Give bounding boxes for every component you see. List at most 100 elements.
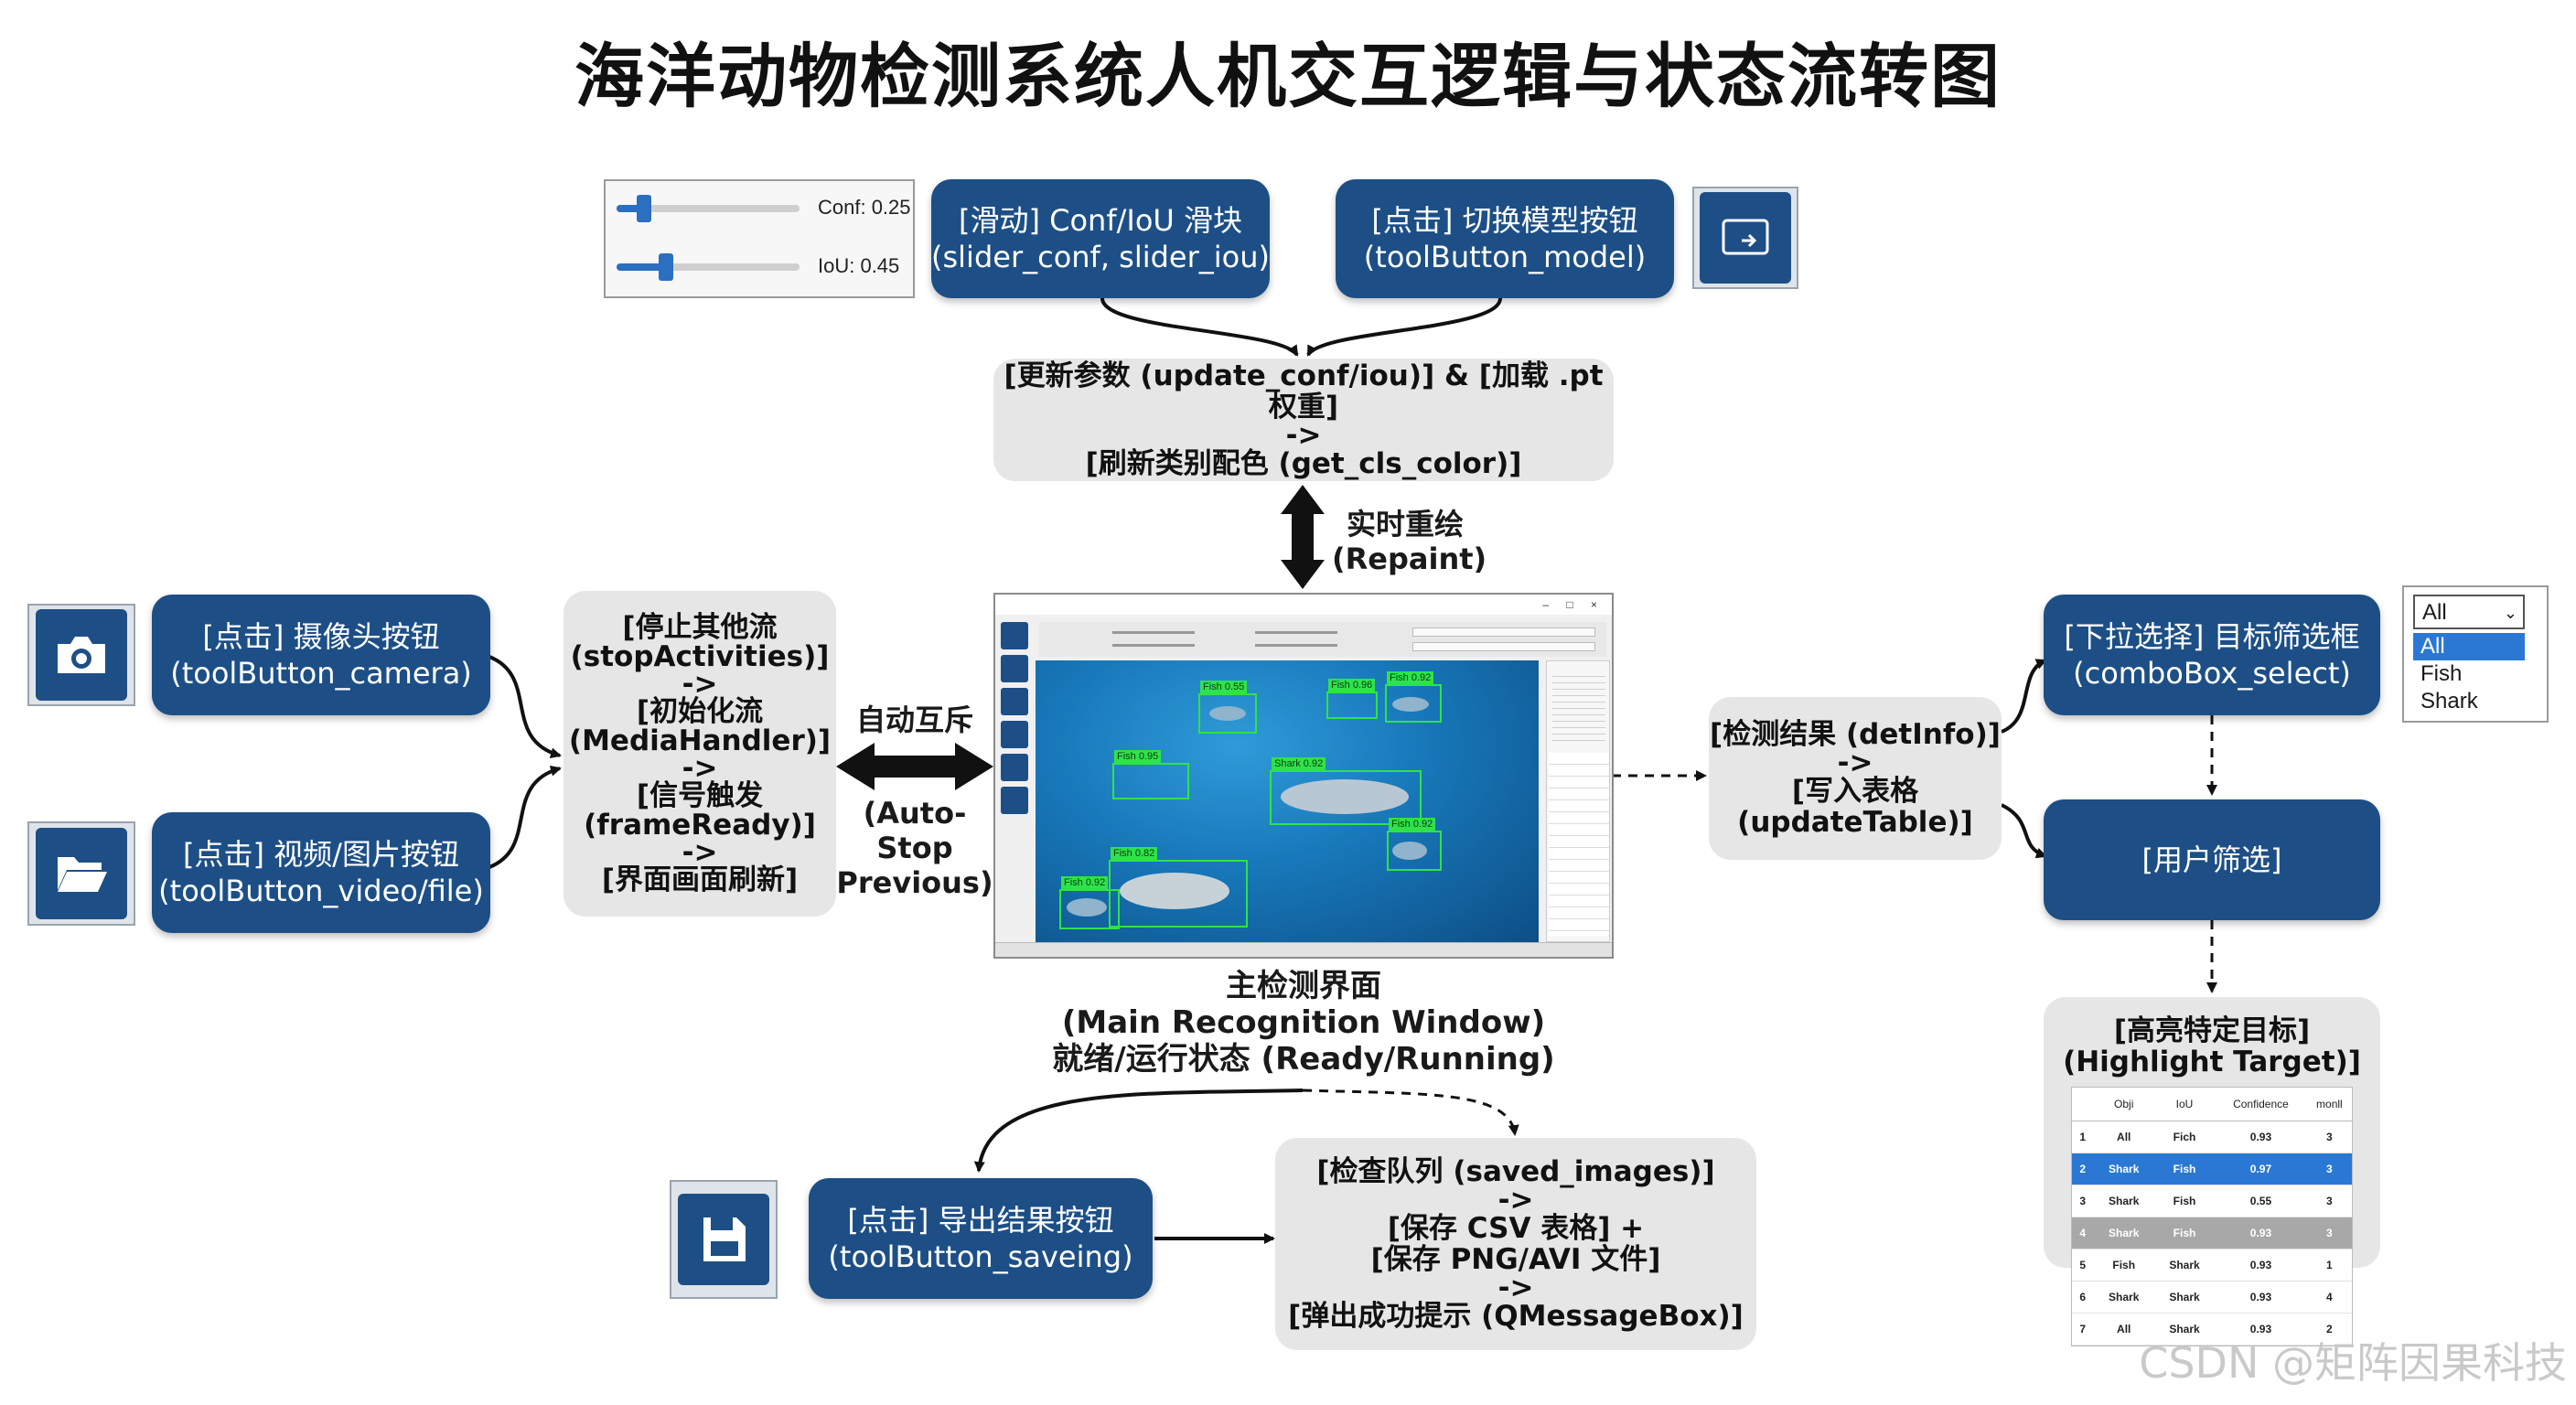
combo-option[interactable]: Fish bbox=[2420, 661, 2463, 686]
table-cell: 0.93 bbox=[2215, 1313, 2307, 1346]
node-update-line1: [更新参数 (update_conf/iou)] & [加载 .pt 权重] bbox=[1004, 359, 1604, 424]
repaint-double-arrow bbox=[1281, 485, 1325, 589]
iou-slider-track[interactable] bbox=[617, 263, 800, 271]
arrow-window-to-export bbox=[973, 1089, 1304, 1173]
table-cell: All bbox=[2093, 1121, 2154, 1153]
table-cell: All bbox=[2093, 1313, 2154, 1346]
conf-slider-track[interactable] bbox=[617, 205, 800, 212]
table-cell: 0.97 bbox=[2215, 1153, 2307, 1185]
mock-save-button[interactable] bbox=[1001, 787, 1028, 814]
detection-box: Fish 0.92 bbox=[1387, 818, 1442, 871]
iou-slider-handle[interactable] bbox=[659, 253, 673, 281]
chevron-down-icon[interactable]: ⌄ bbox=[2503, 604, 2517, 622]
combo-option[interactable]: Shark bbox=[2420, 689, 2478, 713]
mock-info-panel bbox=[1546, 660, 1610, 942]
combo-option[interactable]: All bbox=[2413, 633, 2525, 660]
node-stream-l7: [界面画面刷新] bbox=[601, 863, 799, 896]
node-stream-l6: (frameReady)] bbox=[584, 809, 816, 842]
node-detinfo-line3: (updateTable)] bbox=[1737, 806, 1973, 839]
arrow-detinfo-to-filter bbox=[2001, 803, 2047, 859]
table-cell: 4 bbox=[2072, 1217, 2094, 1249]
table-cell: 0.93 bbox=[2215, 1281, 2307, 1314]
node-detinfo-line1: [检测结果 (detInfo)] bbox=[1710, 718, 2001, 751]
node-save-l1: [检查队列 (saved_images)] bbox=[1316, 1155, 1715, 1188]
table-cell: 2 bbox=[2072, 1153, 2094, 1185]
table-cell: Fish bbox=[2093, 1249, 2154, 1282]
arrow-slider-to-update bbox=[1100, 297, 1299, 357]
mock-camera-button[interactable] bbox=[1001, 622, 1028, 649]
mock-status-bar bbox=[995, 942, 1612, 957]
node-video-line1: [点击] 视频/图片按钮 bbox=[183, 837, 459, 872]
table-cell: 6 bbox=[2072, 1281, 2094, 1314]
table-cell: Fish bbox=[2153, 1153, 2216, 1185]
main-window-caption3: 就绪/运行状态 (Ready/Running) bbox=[1052, 1041, 1555, 1078]
mock-combo-2[interactable] bbox=[1412, 642, 1595, 651]
table-cell: Fish bbox=[2153, 1217, 2216, 1249]
node-combo-line1: [下拉选择] 目标筛选框 bbox=[2064, 619, 2360, 654]
node-save-a2: -> bbox=[1497, 1271, 1534, 1304]
repaint-label-line2: (Repaint) bbox=[1332, 542, 1487, 576]
main-window-caption: 主检测界面 (Main Recognition Window) 就绪/运行状态 … bbox=[993, 968, 1614, 1078]
detection-label: Shark 0.92 bbox=[1272, 757, 1326, 770]
node-slider-line2: (slider_conf, slider_iou) bbox=[931, 240, 1270, 274]
small-fish-icon bbox=[1392, 697, 1429, 712]
conf-slider-fill bbox=[617, 205, 644, 212]
node-save-results: [检查队列 (saved_images)] -> [保存 CSV 表格] + [… bbox=[1275, 1138, 1756, 1350]
detection-box: Fish 0.95 bbox=[1112, 750, 1189, 799]
mock-settings-button[interactable] bbox=[1001, 721, 1028, 748]
repaint-label-line1: 实时重绘 bbox=[1346, 507, 1464, 542]
mock-slider-3[interactable] bbox=[1255, 631, 1337, 634]
mock-combo-1[interactable] bbox=[1412, 627, 1595, 637]
main-window-caption1: 主检测界面 bbox=[1226, 968, 1381, 1004]
table-cell: Shark bbox=[2153, 1281, 2216, 1314]
detection-box: Fish 0.92 bbox=[1059, 876, 1120, 929]
conf-slider-handle[interactable] bbox=[637, 195, 651, 222]
mock-slider-2[interactable] bbox=[1112, 644, 1195, 647]
mock-slider-4[interactable] bbox=[1255, 644, 1337, 647]
main-window-caption2: (Main Recognition Window) bbox=[1061, 1004, 1546, 1041]
table-header: Confidence bbox=[2215, 1088, 2307, 1121]
arrow-detinfo-to-combo bbox=[2001, 659, 2047, 734]
mock-video-button[interactable] bbox=[1001, 655, 1028, 682]
table-cell: 4 bbox=[2306, 1281, 2352, 1314]
node-detinfo-line2: [写入表格 bbox=[1791, 775, 1919, 808]
table-cell: 0.93 bbox=[2215, 1121, 2307, 1153]
repaint-label: 实时重绘 (Repaint) bbox=[1332, 507, 1487, 576]
table-cell: 0.55 bbox=[2215, 1185, 2307, 1217]
mutex-label-line3: Previous) bbox=[836, 865, 993, 900]
save-icon-box[interactable] bbox=[670, 1180, 778, 1299]
arrow-window-to-save bbox=[1302, 1089, 1519, 1136]
table-cell: 3 bbox=[2072, 1185, 2094, 1217]
mock-model-button[interactable] bbox=[1001, 688, 1028, 715]
arrow-camera-to-stop bbox=[488, 655, 562, 759]
table-cell: Fish bbox=[2153, 1185, 2216, 1217]
table-cell: 3 bbox=[2306, 1185, 2352, 1217]
window-controls-icon[interactable]: – □ × bbox=[1542, 598, 1605, 611]
mock-slider-1[interactable] bbox=[1112, 631, 1195, 634]
folder-icon-box[interactable] bbox=[27, 821, 135, 926]
mock-folder-button[interactable] bbox=[1001, 754, 1028, 781]
camera-icon bbox=[36, 609, 127, 701]
node-stream-l5: [信号触发 bbox=[636, 779, 764, 812]
combo-widget[interactable]: All ⌄ All Fish Shark bbox=[2402, 585, 2549, 723]
table-cell: Shark bbox=[2093, 1153, 2154, 1185]
mock-info-lines bbox=[1552, 670, 1605, 744]
detection-box: Shark 0.92 bbox=[1270, 757, 1422, 825]
camera-icon-box[interactable] bbox=[27, 604, 135, 706]
node-filter-line1: [用户筛选] bbox=[2141, 842, 2282, 877]
model-icon-box[interactable] bbox=[1692, 187, 1798, 289]
node-export-line1: [点击] 导出结果按钮 bbox=[847, 1203, 1114, 1238]
node-update-line2: [刷新类别配色 (get_cls_color)] bbox=[1085, 447, 1522, 480]
combo-selected[interactable]: All ⌄ bbox=[2413, 595, 2525, 629]
table-header: monll bbox=[2306, 1088, 2352, 1121]
detection-label: Fish 0.96 bbox=[1328, 679, 1376, 692]
arrow-model-to-update bbox=[1306, 297, 1502, 357]
